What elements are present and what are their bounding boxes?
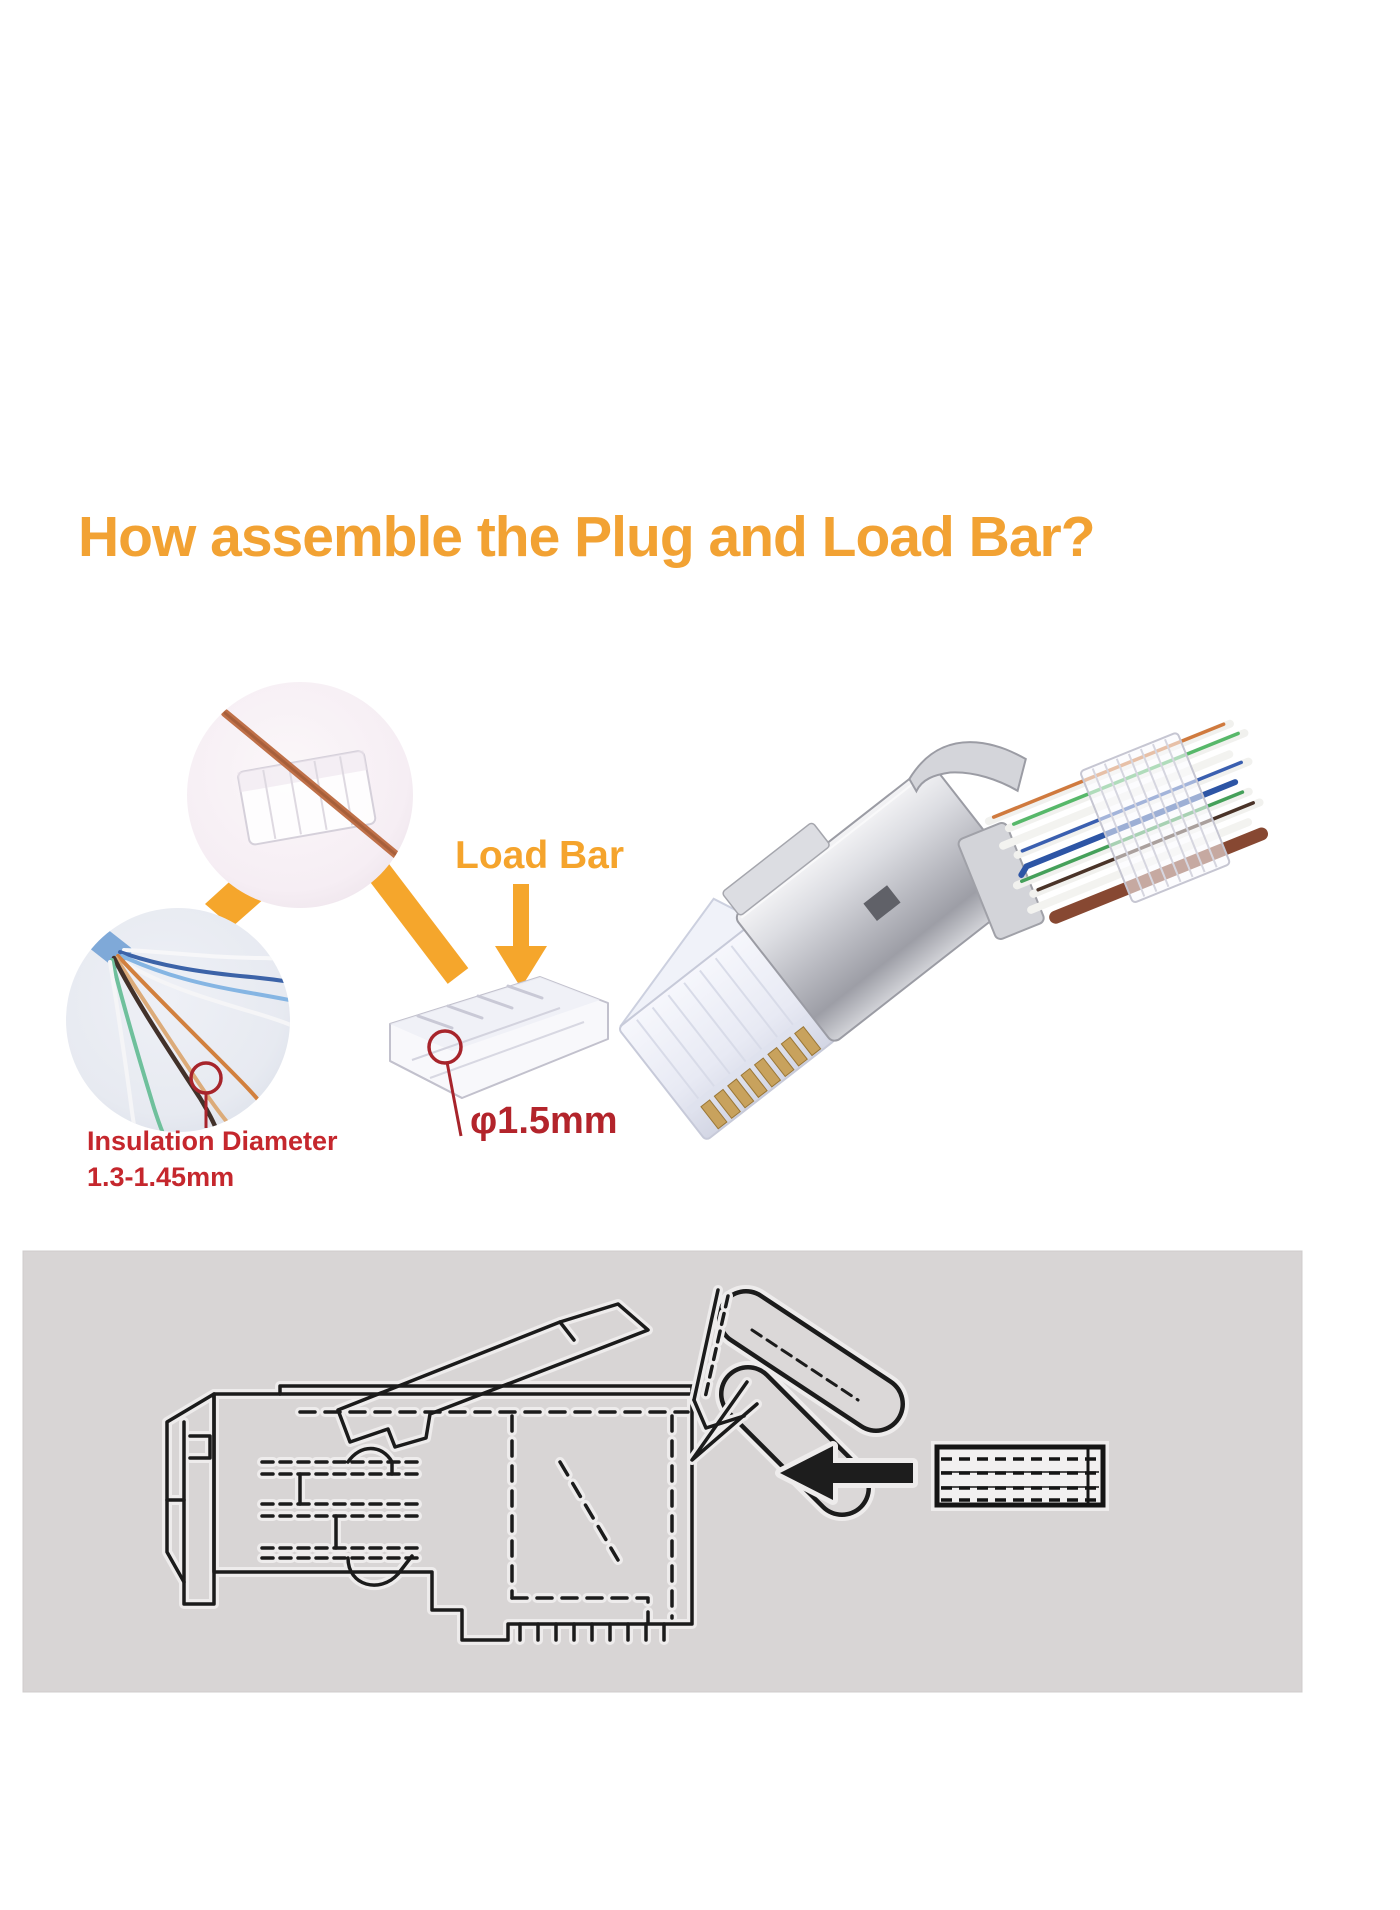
cable-wires-photo xyxy=(957,719,1269,940)
load-bar-photo xyxy=(389,976,609,1099)
rj45-connector-photo xyxy=(619,741,1029,1140)
insulation-diameter-label: Insulation Diameter 1.3-1.45mm xyxy=(87,1124,338,1195)
diameter-value-label: φ1.5mm xyxy=(470,1100,618,1142)
wire-ends-closeup xyxy=(66,908,290,1132)
wire-in-loadbar-closeup xyxy=(187,682,413,908)
gold-pins xyxy=(700,1025,822,1130)
assembly-diagram-panel xyxy=(22,1250,1303,1693)
diameter-leader-line xyxy=(445,1061,463,1137)
page-title: How assemble the Plug and Load Bar? xyxy=(78,505,1096,569)
load-bar-label: Load Bar xyxy=(455,834,625,877)
left-arrow-icon xyxy=(775,1441,918,1505)
insulation-diameter-line1: Insulation Diameter xyxy=(87,1126,338,1156)
threaded-load-bar xyxy=(1080,732,1231,903)
load-bar-side-drawing xyxy=(931,1441,1109,1511)
detail-circle-loadbar-icon xyxy=(427,1029,463,1065)
connector-bar-right xyxy=(361,855,469,984)
insulation-diameter-line2: 1.3-1.45mm xyxy=(87,1161,235,1192)
down-arrow-icon xyxy=(495,884,547,988)
